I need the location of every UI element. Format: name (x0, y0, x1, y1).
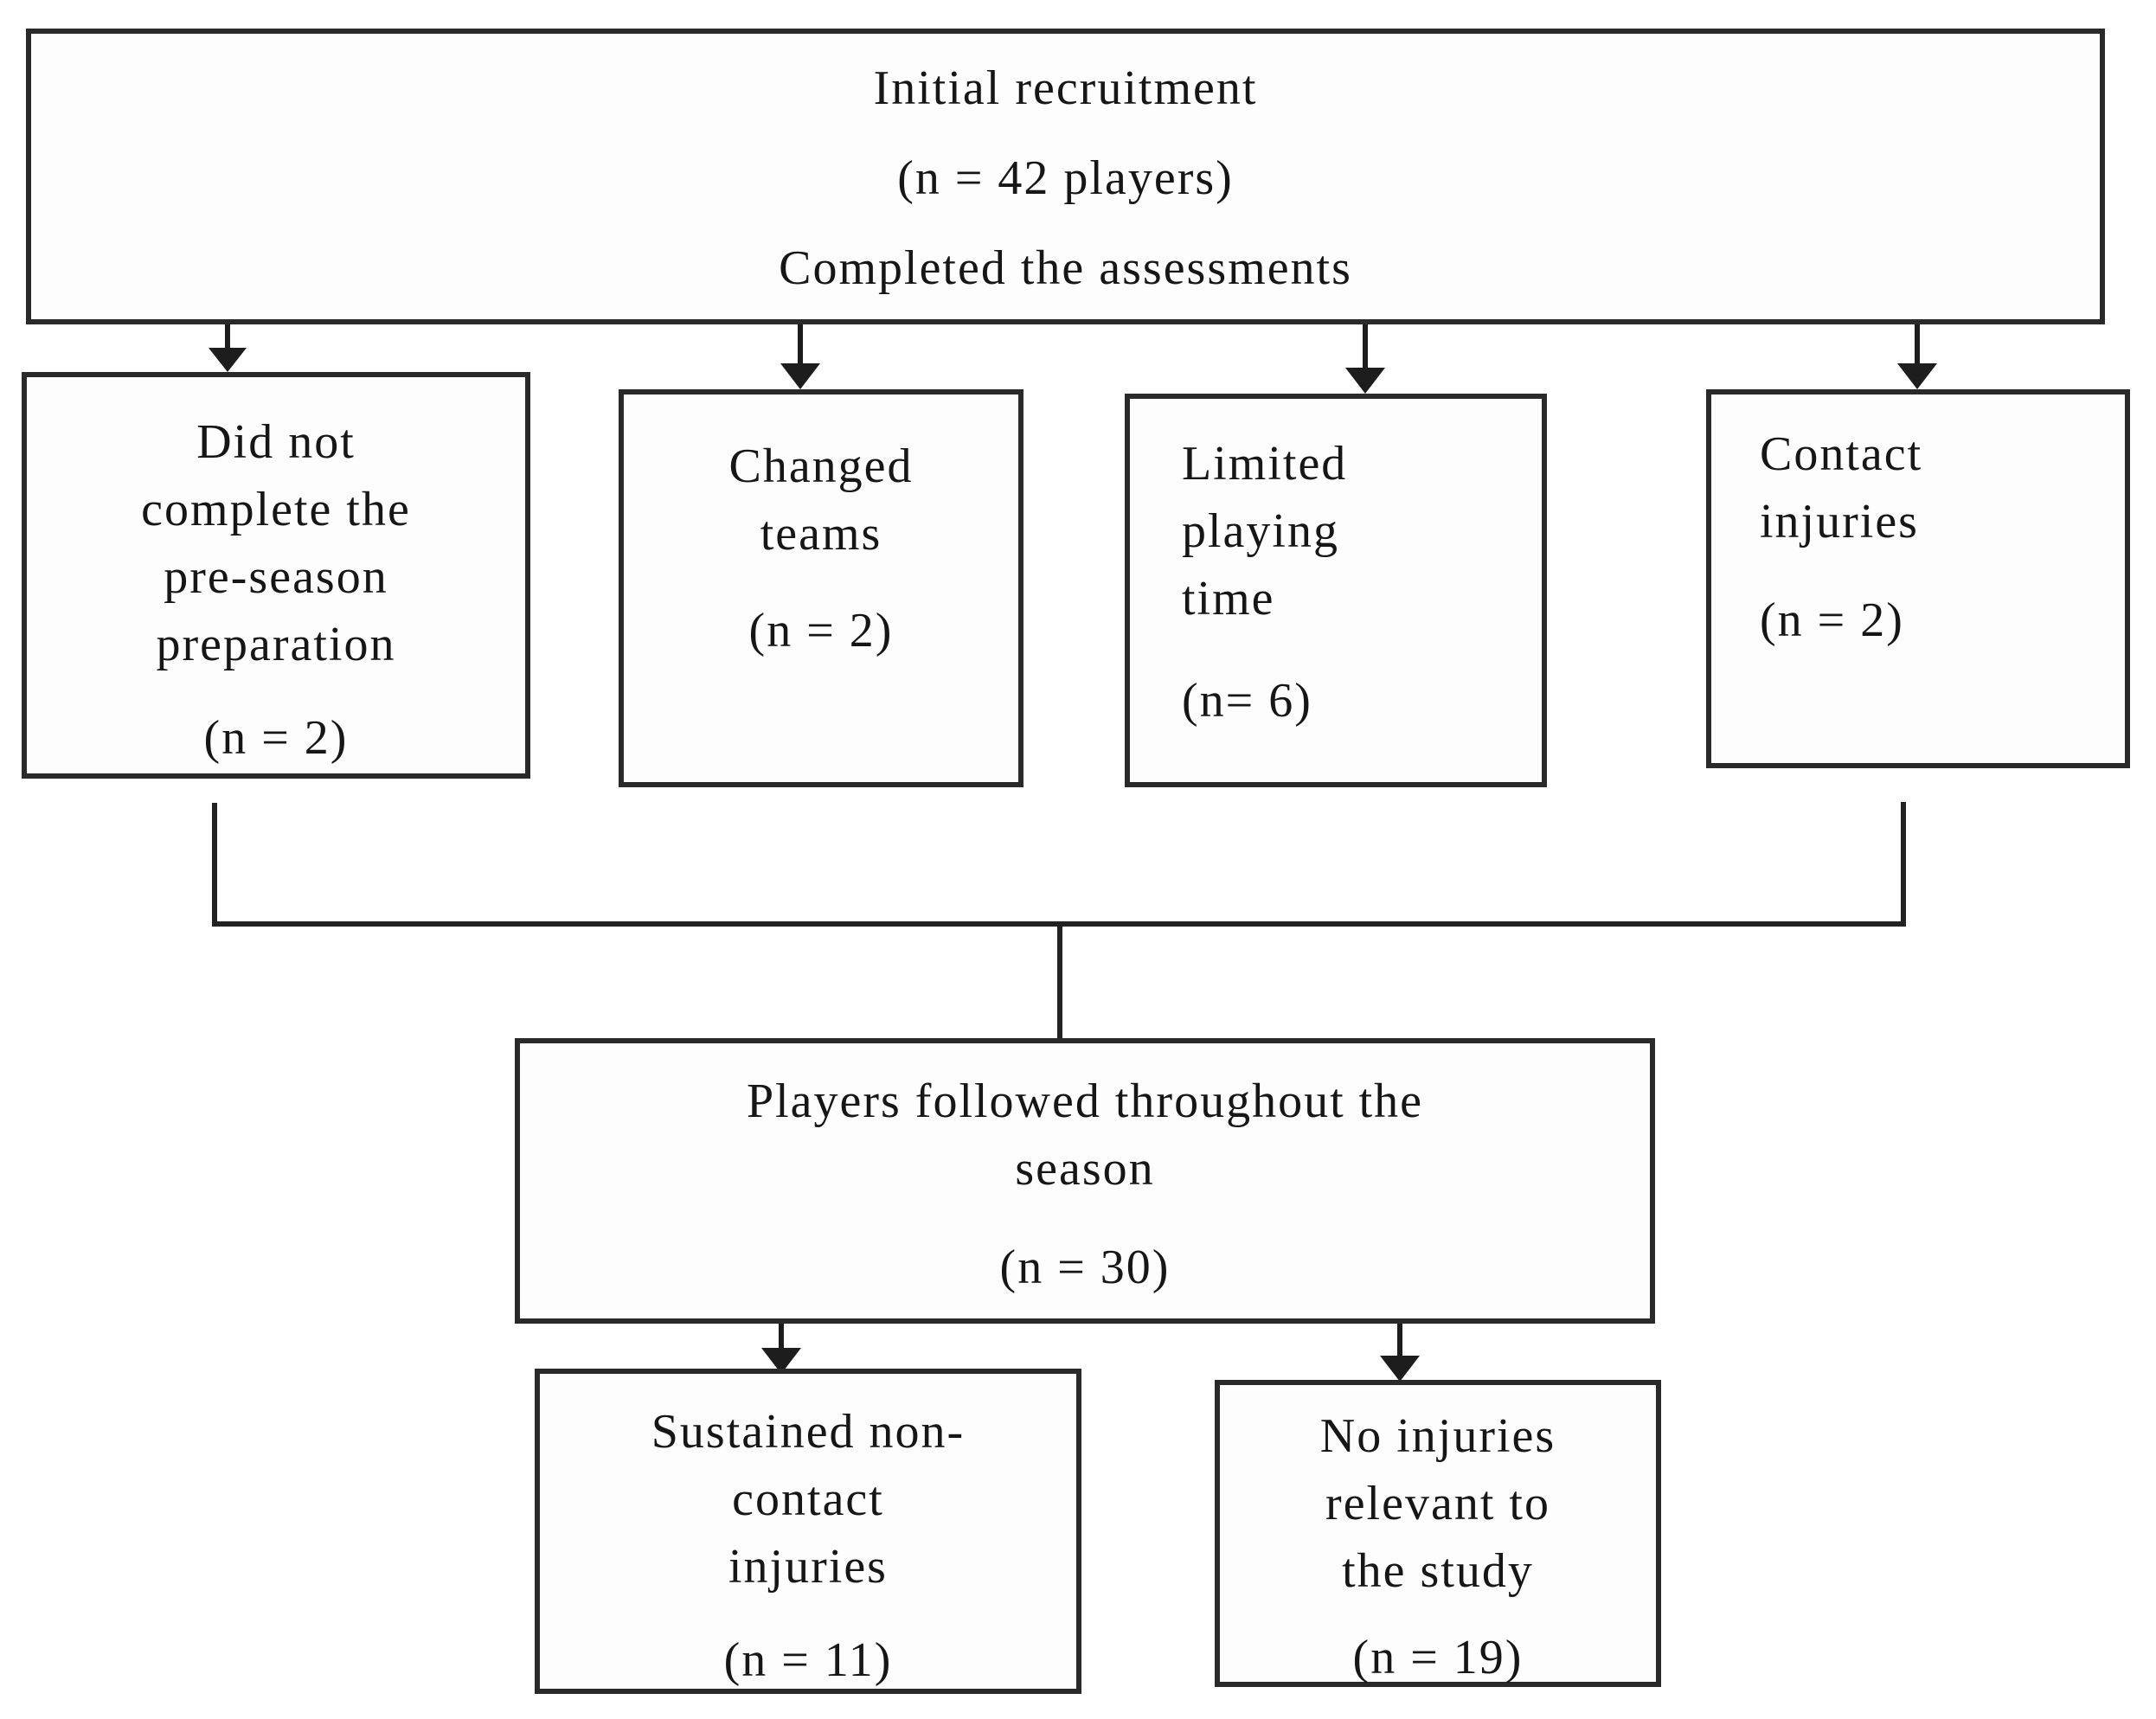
node-count-label: (n = 2) (748, 604, 894, 657)
arrow-followed-to-non-contact (761, 1324, 801, 1374)
arrow-shaft (798, 324, 803, 363)
node-text-line: time (1182, 572, 1275, 625)
node-text-line: No injuries (1319, 1409, 1556, 1463)
arrow-initial-to-contact-injuries (1897, 324, 1937, 389)
node-text-line: relevant to (1325, 1477, 1550, 1530)
node-count-label: (n = 19) (1352, 1631, 1524, 1684)
node-text-line: playing (1182, 504, 1339, 558)
node-text-line: teams (760, 507, 882, 561)
node-count-label: (n = 42 players) (897, 151, 1234, 205)
connector-left-drop (212, 803, 217, 921)
arrow-head-icon (209, 348, 247, 372)
node-count-label: (n= 6) (1182, 674, 1312, 728)
node-count-label: (n = 2) (1760, 593, 1904, 647)
node-players-followed: Players followed throughout the season (… (515, 1038, 1655, 1324)
node-no-relevant-injuries: No injuries relevant to the study (n = 1… (1215, 1380, 1661, 1687)
node-did-not-complete: Did not complete the pre-season preparat… (22, 372, 530, 779)
node-changed-teams: Changed teams (n = 2) (619, 389, 1023, 787)
node-text-line: Completed the assessments (779, 241, 1352, 295)
node-text-line: contact (732, 1472, 884, 1526)
arrow-initial-to-changed-teams (780, 324, 820, 389)
node-text-line: Contact (1760, 427, 1923, 481)
node-text-line: Limited (1182, 437, 1348, 491)
node-count-label: (n = 11) (723, 1633, 893, 1687)
connector-right-drop (1901, 802, 1906, 921)
arrow-head-icon (1380, 1356, 1420, 1382)
node-initial-recruitment: Initial recruitment (n = 42 players) Com… (26, 29, 2105, 324)
node-limited-playing-time: Limited playing time (n= 6) (1125, 394, 1547, 787)
arrow-shaft (225, 324, 230, 348)
arrow-head-icon (780, 363, 820, 389)
node-text-line: Sustained non- (651, 1405, 966, 1459)
node-text-line: Players followed throughout the (746, 1074, 1424, 1128)
arrow-initial-to-did-not-complete (208, 324, 247, 372)
node-text-line: Did not (196, 415, 356, 469)
connector-center-drop (1057, 927, 1062, 1038)
node-count-label: (n = 30) (999, 1241, 1171, 1294)
arrow-initial-to-limited-playing-time (1345, 324, 1385, 394)
arrow-shaft (779, 1324, 784, 1348)
arrow-head-icon (1345, 368, 1385, 394)
arrow-shaft (1397, 1324, 1402, 1356)
node-text-line: preparation (156, 618, 396, 671)
node-text-line: Changed (728, 439, 914, 493)
node-text-line: pre-season (164, 550, 388, 604)
node-text-line: complete the (141, 483, 411, 536)
node-count-label: (n = 2) (203, 711, 349, 765)
node-text-line: the study (1342, 1544, 1534, 1598)
node-contact-injuries: Contact injuries (n = 2) (1706, 389, 2130, 768)
arrow-head-icon (1897, 363, 1937, 389)
arrow-followed-to-no-injuries (1380, 1324, 1420, 1382)
connector-horizontal-rail (212, 921, 1906, 927)
node-text-line: Initial recruitment (873, 61, 1258, 115)
node-text-line: injuries (1760, 495, 1919, 548)
node-sustained-non-contact: Sustained non- contact injuries (n = 11) (535, 1369, 1081, 1694)
arrow-shaft (1915, 324, 1920, 363)
node-text-line: injuries (728, 1540, 888, 1594)
node-text-line: season (1015, 1142, 1155, 1196)
arrow-shaft (1363, 324, 1368, 368)
